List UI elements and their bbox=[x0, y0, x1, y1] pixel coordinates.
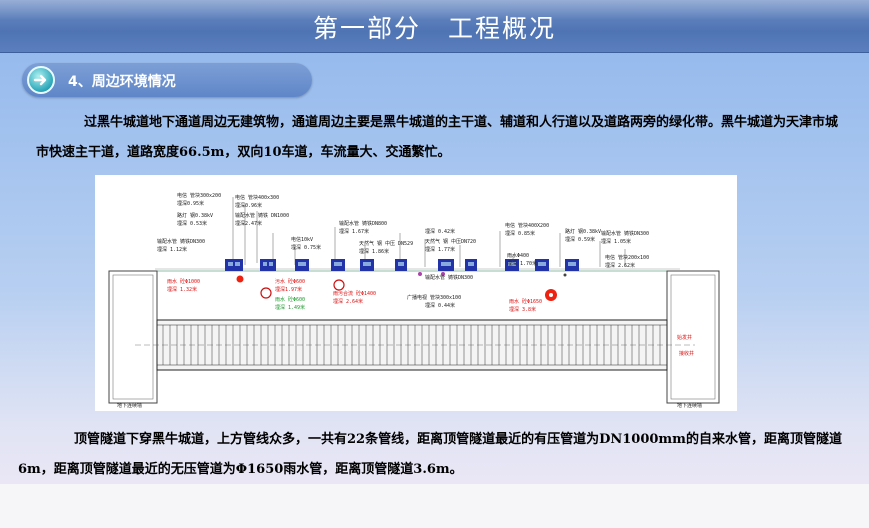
storm-pipe-core bbox=[549, 293, 553, 297]
label: 埋深 1.86米 bbox=[359, 248, 389, 255]
label: 始发井 bbox=[677, 334, 692, 341]
section-title: 4、周边环境情况 bbox=[68, 74, 176, 90]
gas-pipe bbox=[441, 272, 445, 276]
label: 电信 管块200x100 bbox=[605, 254, 649, 261]
footer-band bbox=[0, 484, 869, 528]
label: 路灯 钢0.38kV bbox=[565, 228, 601, 235]
label: 埋深 1.12米 bbox=[157, 246, 187, 253]
label: 雨水 砼Φ1000 bbox=[167, 278, 200, 285]
combined-sewer bbox=[333, 279, 345, 291]
right-shaft-inner bbox=[670, 274, 716, 400]
label: 雨水Φ400 bbox=[507, 252, 529, 259]
label: 雨污合流 砼Φ1400 bbox=[333, 290, 376, 297]
label: 埋深0.95米 bbox=[177, 200, 204, 207]
left-shaft bbox=[108, 270, 158, 404]
label: 地下连续墙 bbox=[117, 402, 142, 409]
label: 天然气 钢 中压DN720 bbox=[425, 238, 476, 245]
page-title: 第一部分 工程概况 bbox=[312, 14, 556, 43]
right-shaft bbox=[666, 270, 720, 404]
label: 输配水管 铸铁DN800 bbox=[339, 220, 387, 227]
label: 埋深1.97米 bbox=[275, 286, 302, 293]
label: 埋深2.47米 bbox=[235, 220, 262, 227]
label: 埋深 2.64米 bbox=[333, 298, 363, 305]
label: 埋深 1.05米 bbox=[601, 238, 631, 245]
utility-duct-windows bbox=[228, 262, 576, 266]
label: 埋深 1.70米 bbox=[507, 260, 537, 267]
label: 输配水管 铸铁 DN1000 bbox=[235, 212, 289, 219]
arrow-right-icon bbox=[27, 66, 55, 94]
paragraph-surroundings: 过黑牛城道地下通道周边无建筑物，通道周边主要是黑牛城道的主干道、辅道和人行道以及… bbox=[36, 115, 839, 160]
label: 地下连续墙 bbox=[677, 402, 702, 409]
label: 埋深 1.77米 bbox=[425, 246, 455, 253]
labels-black: 电信 管块300x200 埋深0.95米 电信 管块400x300 埋深0.96… bbox=[117, 192, 702, 409]
sewer-pipe bbox=[260, 287, 272, 299]
label: 雨水 砼Φ600 bbox=[275, 296, 305, 303]
left-shaft-inner bbox=[112, 274, 154, 400]
cross-section-drawing: 电信 管块300x200 埋深0.95米 电信 管块400x300 埋深0.96… bbox=[95, 175, 737, 411]
label: 埋深0.96米 bbox=[235, 202, 262, 209]
label: 输配水管 铸铁DN300 bbox=[157, 238, 205, 245]
cross-section-svg: 电信 管块300x200 埋深0.95米 电信 管块400x300 埋深0.96… bbox=[108, 192, 720, 409]
label: 埋深 0.42米 bbox=[425, 228, 455, 235]
label: 污水 砼Φ600 bbox=[275, 278, 305, 285]
title-gloss bbox=[0, 0, 869, 20]
label: 埋深 0.53米 bbox=[177, 220, 207, 227]
small-pipe bbox=[563, 273, 567, 277]
label: 电信10kV bbox=[291, 236, 313, 243]
paragraph-tunnel: 顶管隧道下穿黑牛城道，上方管线众多，一共有22条管线，距离顶管隧道最近的有压管道… bbox=[18, 432, 842, 477]
label: 电信 管块400X200 bbox=[505, 222, 549, 229]
label: 埋深 1.49米 bbox=[275, 304, 305, 311]
label: 埋深 1.67米 bbox=[339, 228, 369, 235]
label: 电信 管块400x300 bbox=[235, 194, 279, 201]
label: 接收井 bbox=[679, 350, 694, 357]
labels-green: 雨水 砼Φ600 埋深 1.49米 bbox=[275, 296, 305, 311]
label: 输配水管 铸铁DN300 bbox=[425, 274, 473, 281]
label: 路灯 钢0.38kV bbox=[177, 212, 213, 219]
label: 埋深 0.59米 bbox=[565, 236, 595, 243]
title-bar: 第一部分 工程概况 bbox=[0, 0, 869, 53]
label: 埋深 0.85米 bbox=[505, 230, 535, 237]
gas-pipe bbox=[418, 272, 422, 276]
section-header bbox=[22, 63, 312, 97]
labels-red: 雨水 砼Φ1000 埋深 1.32米 污水 砼Φ600 埋深1.97米 雨污合流… bbox=[167, 278, 542, 313]
label: 雨水 砼Φ1650 bbox=[509, 298, 542, 305]
label: 输配水管 铸铁DN300 bbox=[601, 230, 649, 237]
label: 电信 管块300x200 bbox=[177, 192, 221, 199]
label: 埋深 1.32米 bbox=[167, 286, 197, 293]
label: 广播电视 管块300x100 bbox=[407, 294, 461, 301]
label: 埋深 3.8米 bbox=[509, 306, 536, 313]
label: 埋深 0.75米 bbox=[291, 244, 321, 251]
label: 天然气 钢 中压 DN529 bbox=[359, 240, 413, 247]
label: 埋深 2.62米 bbox=[605, 262, 635, 269]
label: 埋深 0.44米 bbox=[425, 302, 455, 309]
water-main-dn1000 bbox=[236, 275, 244, 283]
